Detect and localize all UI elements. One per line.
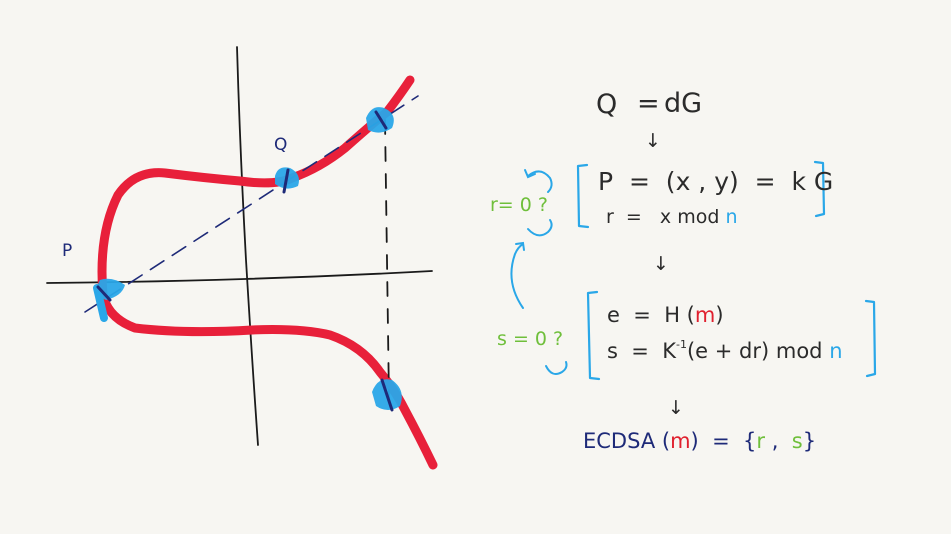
block1-check: r= 0 ? (490, 194, 548, 216)
block1-check-loop-top-head (524, 169, 536, 179)
block2-line1: e = H (m) (607, 303, 724, 327)
signature-m: m (670, 429, 690, 453)
block1-right-bracket (813, 160, 826, 218)
formula-pubkey-left: Q (596, 89, 617, 120)
marker-p (93, 278, 125, 322)
block2-line1-right: ) (715, 303, 723, 327)
arrow-2: ↓ (653, 253, 669, 275)
block1-line2-left: r = x mod (606, 206, 725, 228)
block1-left-bracket (576, 163, 590, 229)
block1-check-loop-top (527, 170, 553, 193)
signature-mid: ) = { (691, 429, 757, 453)
signature-r: r (756, 429, 765, 453)
marker-reflected-point (372, 378, 402, 412)
label-p: P (62, 241, 72, 261)
label-q: Q (274, 135, 287, 155)
arrow-3: ↓ (668, 397, 684, 419)
elliptic-curve-lower (98, 290, 438, 470)
block2-line2-left: s = K (607, 339, 677, 363)
y-axis (236, 46, 259, 446)
block2-check: s = 0 ? (497, 328, 563, 350)
elliptic-curve-upper (97, 75, 415, 300)
block1-line2: r = x mod n (606, 206, 738, 228)
block1-check-loop-bottom (527, 219, 553, 237)
signature-left: ECDSA ( (583, 429, 670, 453)
retry-arrow-head (515, 241, 525, 251)
formula-pubkey-eq: = (637, 88, 660, 119)
block2-line1-left: e = H ( (607, 303, 695, 327)
block1-line2-n: n (725, 206, 737, 228)
marker-third-point (366, 107, 394, 133)
signature-line: ECDSA (m) = {r , s} (583, 429, 816, 453)
reflection-line (384, 119, 390, 401)
retry-arrow (510, 243, 524, 309)
block2-right-bracket (864, 299, 877, 378)
secant-line (84, 95, 419, 313)
signature-comma: , (765, 429, 792, 453)
block2-line2-n: n (829, 339, 842, 363)
block2-line1-m: m (695, 303, 715, 327)
block2-line2: s = K-1(e + dr) mod n (607, 338, 843, 363)
block2-check-loop-bottom (545, 361, 568, 375)
block2-line2-sup: -1 (676, 338, 687, 351)
block2-left-bracket (586, 290, 601, 381)
formula-pubkey-right: dG (664, 88, 702, 119)
arrow-1: ↓ (645, 130, 661, 152)
signature-close: } (803, 429, 816, 453)
block1-line1: P = (x , y) = k G (598, 167, 833, 196)
marker-q (275, 167, 299, 194)
signature-s: s (792, 429, 803, 453)
block2-line2-mid: (e + dr) mod (687, 339, 829, 363)
